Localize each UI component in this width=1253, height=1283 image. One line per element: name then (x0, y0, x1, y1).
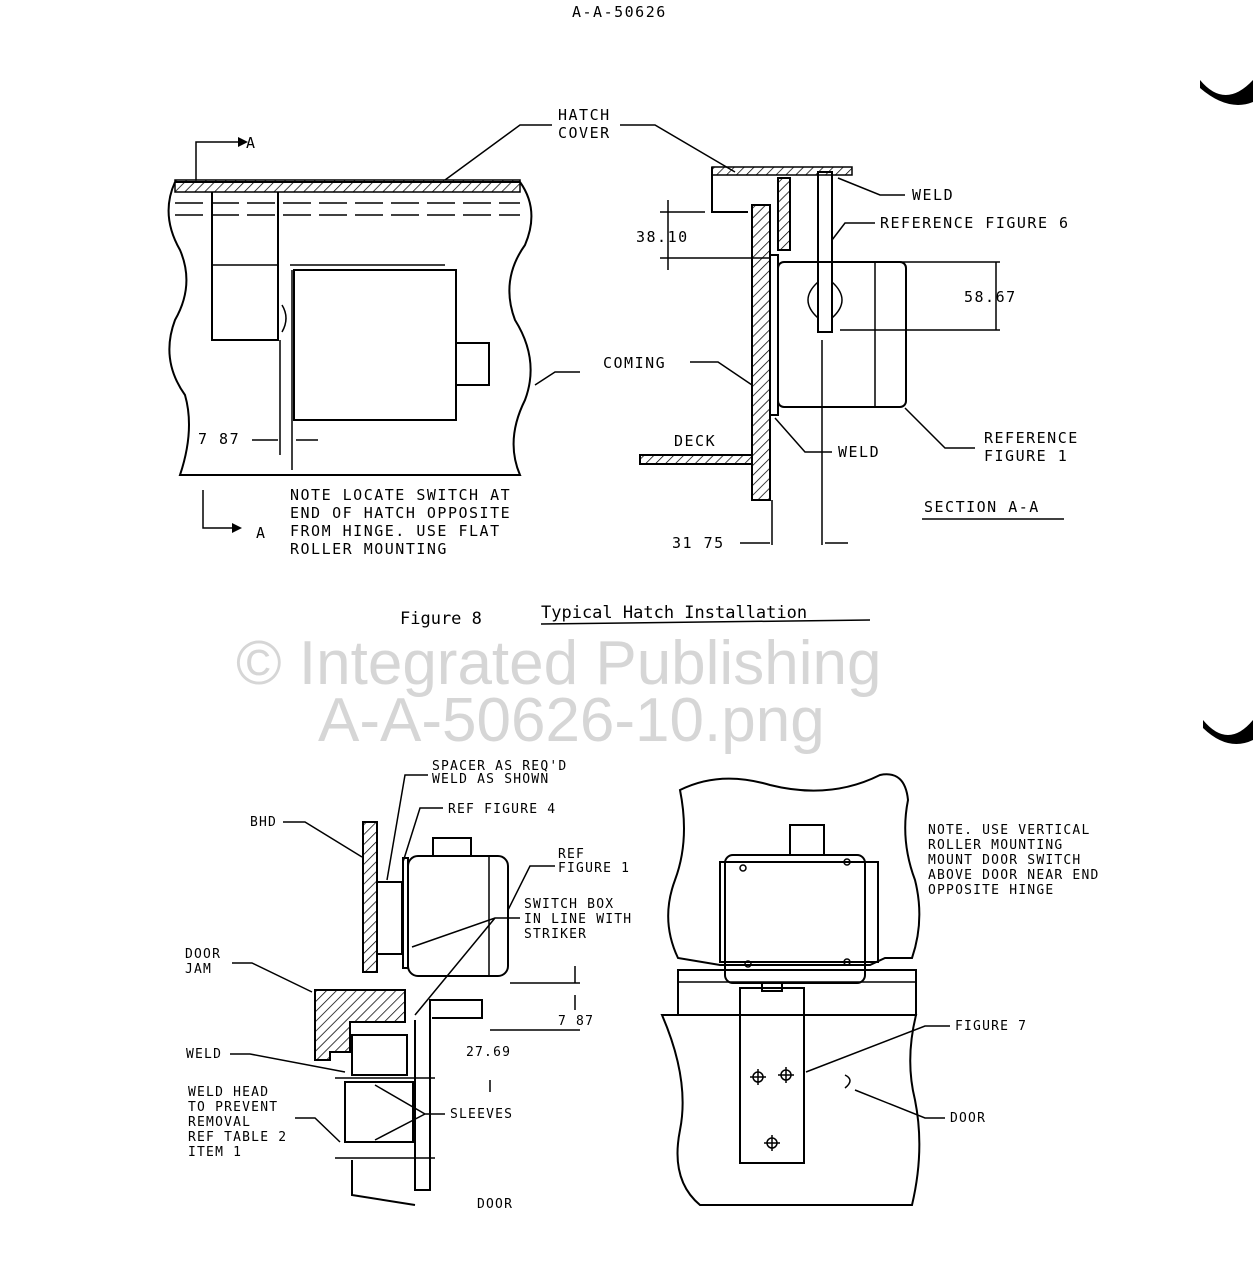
svg-text:ITEM 1: ITEM 1 (188, 1145, 242, 1160)
section-mark-bottom: A (256, 524, 267, 542)
hatch-note: NOTE LOCATE SWITCH AT END OF HATCH OPPOS… (290, 486, 511, 558)
hatch-cover-label: COVER (558, 124, 611, 142)
weld-label: WELD (912, 186, 954, 204)
reference-figure-6-label: REFERENCE FIGURE 6 (880, 214, 1070, 232)
document-number: A-A-50626 (572, 3, 667, 21)
watermark: © Integrated Publishing (236, 629, 881, 698)
bhd-label: BHD (250, 815, 277, 830)
ref-figure-1-label: REF (558, 847, 585, 862)
hatch-cover-label: HATCH (558, 106, 611, 124)
watermark: A-A-50626-10.png (318, 686, 825, 755)
spacer-label: SPACER AS REQ'D (432, 759, 567, 774)
door-jam-label: DOOR (185, 947, 221, 962)
svg-text:ABOVE DOOR NEAR END: ABOVE DOOR NEAR END (928, 868, 1100, 883)
ref-figure-4-label: REF FIGURE 4 (448, 802, 556, 817)
hatch-plan-view: A A HATCH COVER 7 87 NOTE LOCATE SWITCH … (167, 106, 736, 558)
dimension-7-87: 7 87 (558, 1014, 594, 1029)
svg-text:REF TABLE 2: REF TABLE 2 (188, 1130, 287, 1145)
svg-text:WELD HEAD: WELD HEAD (188, 1085, 269, 1100)
dimension-58-67: 58.67 (964, 288, 1017, 306)
svg-text:NOTE. USE VERTICAL: NOTE. USE VERTICAL (928, 823, 1090, 838)
door-label: DOOR (477, 1197, 513, 1212)
door-side-view: SPACER AS REQ'D WELD AS SHOWN REF FIGURE… (185, 759, 632, 1212)
weld-head-label: WELD HEAD TO PREVENT REMOVAL REF TABLE 2… (188, 1085, 287, 1160)
deck-label: DECK (674, 432, 716, 450)
weld-label: WELD (186, 1047, 222, 1062)
dimension-7-87: 7 87 (198, 430, 240, 448)
svg-text:TO PREVENT: TO PREVENT (188, 1100, 278, 1115)
dimension-27-69: 27.69 (466, 1045, 511, 1060)
svg-text:REMOVAL: REMOVAL (188, 1115, 251, 1130)
svg-text:OPPOSITE HINGE: OPPOSITE HINGE (928, 883, 1054, 898)
figure-8-title: Typical Hatch Installation (541, 603, 807, 623)
dimension-31-75: 31 75 (672, 534, 725, 552)
reference-figure-1-label: FIGURE 1 (984, 447, 1068, 465)
svg-text:FROM HINGE. USE FLAT: FROM HINGE. USE FLAT (290, 522, 501, 540)
svg-text:IN LINE WITH: IN LINE WITH (524, 912, 632, 927)
spacer-label: WELD AS SHOWN (432, 772, 549, 787)
binder-hole-mark (1200, 80, 1253, 105)
weld-label: WELD (838, 443, 880, 461)
section-a-a-view: 38.10 58.67 WELD REFERENCE FIGURE 6 COMI… (603, 166, 1079, 552)
ref-figure-1-label: FIGURE 1 (558, 861, 630, 876)
figure-8-number: Figure 8 (400, 609, 482, 629)
dimension-38-10: 38.10 (636, 228, 689, 246)
coming-label: COMING (603, 354, 666, 372)
reference-figure-1-label: REFERENCE (984, 429, 1079, 447)
door-label: DOOR (950, 1111, 986, 1126)
svg-text:ROLLER MOUNTING: ROLLER MOUNTING (290, 540, 448, 558)
svg-text:STRIKER: STRIKER (524, 927, 587, 942)
door-front-view: NOTE. USE VERTICAL ROLLER MOUNTING MOUNT… (660, 773, 1100, 1206)
svg-text:NOTE LOCATE SWITCH AT: NOTE LOCATE SWITCH AT (290, 486, 511, 504)
sleeves-label: SLEEVES (450, 1107, 513, 1122)
svg-text:ROLLER MOUNTING: ROLLER MOUNTING (928, 838, 1063, 853)
figure-7-label: FIGURE 7 (955, 1019, 1027, 1034)
door-jam-label: JAM (185, 962, 212, 977)
switch-box-label: SWITCH BOX IN LINE WITH STRIKER (524, 897, 632, 942)
binder-hole-mark (1203, 720, 1253, 744)
svg-text:SWITCH BOX: SWITCH BOX (524, 897, 614, 912)
section-a-a-title: SECTION A-A (924, 498, 1040, 516)
svg-text:END OF HATCH OPPOSITE: END OF HATCH OPPOSITE (290, 504, 511, 522)
section-mark-top: A (246, 134, 257, 152)
door-note: NOTE. USE VERTICAL ROLLER MOUNTING MOUNT… (928, 823, 1100, 898)
svg-text:MOUNT DOOR SWITCH: MOUNT DOOR SWITCH (928, 853, 1081, 868)
